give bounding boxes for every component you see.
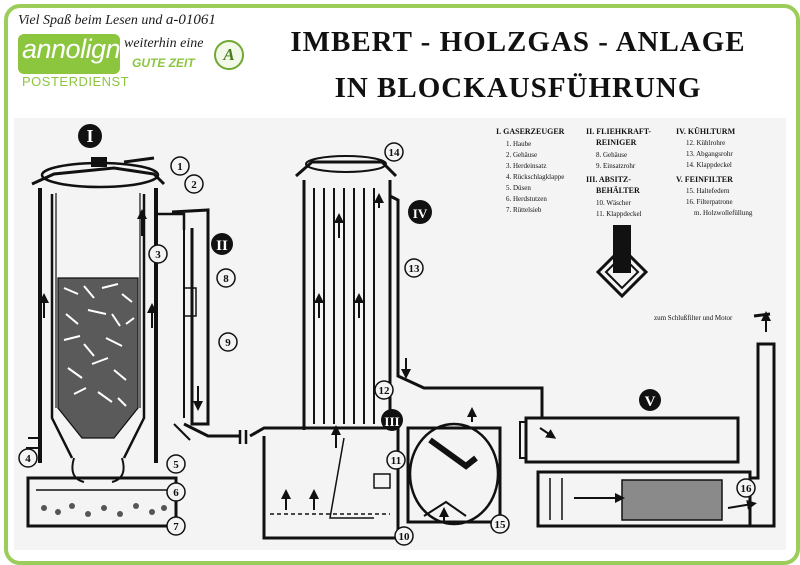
promo-line-2: weiterhin eine (124, 36, 204, 51)
logo-subtitle: POSTERDIENST (22, 74, 130, 89)
logo-text: annoligno (22, 34, 135, 64)
promo-block: Viel Spaß beim Lesen und a-01061 annolig… (18, 12, 250, 90)
svg-text:15. Haltefedern: 15. Haltefedern (686, 187, 730, 195)
svg-text:6: 6 (173, 487, 179, 499)
legend-title-iv: IV. KÜHLTURM (676, 127, 736, 136)
svg-text:1. Haube: 1. Haube (506, 140, 531, 148)
svg-text:12: 12 (379, 385, 391, 397)
diamond-emblem-icon (595, 225, 649, 299)
legend: I. GASERZEUGER 1. Haube 2. Gehäuse 3. He… (496, 127, 753, 218)
legend-title-v: V. FEINFILTER (676, 175, 733, 184)
promo-line-3: GUTE ZEIT (132, 56, 195, 70)
cyclone-cleaner (171, 208, 248, 444)
callout-8: 8 (216, 268, 236, 288)
svg-text:14: 14 (389, 147, 401, 159)
callout-14: 14 (384, 142, 404, 162)
callout-10: 10 (394, 526, 414, 546)
numeral-iv: IV (413, 206, 428, 221)
legend-title-i: I. GASERZEUGER (496, 127, 565, 136)
numeral-ii: II (216, 238, 228, 254)
annotation-text: zum Schlußfilter und Motor (654, 314, 733, 322)
callout-13: 13 (404, 258, 424, 278)
callout-16: 16 (736, 478, 756, 498)
diagram-svg: I II III IV V 1 2 3 4 5 6 7 8 9 10 11 12… (18, 124, 776, 546)
promo-line-1: Viel Spaß beim Lesen und (18, 13, 163, 28)
svg-text:8. Gehäuse: 8. Gehäuse (596, 151, 627, 159)
svg-text:16: 16 (741, 483, 753, 495)
washer (406, 407, 502, 526)
svg-text:m. Holzwollefüllung: m. Holzwollefüllung (694, 209, 753, 217)
svg-text:5: 5 (173, 459, 179, 471)
page-title: IMBERT - HOLZGAS - ANLAGE (290, 26, 746, 58)
svg-text:2: 2 (191, 179, 197, 191)
svg-text:2. Gehäuse: 2. Gehäuse (506, 151, 537, 159)
svg-text:9: 9 (225, 337, 231, 349)
callout-2: 2 (184, 174, 204, 194)
svg-text:16. Filterpatrone: 16. Filterpatrone (686, 198, 733, 206)
svg-text:11. Klappdeckel: 11. Klappdeckel (596, 210, 642, 218)
svg-text:13: 13 (409, 263, 421, 275)
legend-title-iii: III. ABSITZ- (586, 175, 631, 184)
svg-text:REINIGER: REINIGER (596, 138, 637, 147)
svg-text:5. Düsen: 5. Düsen (506, 184, 531, 192)
promo-code: a-01061 (165, 12, 216, 28)
svg-text:10. Wäscher: 10. Wäscher (596, 199, 632, 207)
annoligno-logo: annoligno (18, 34, 135, 74)
callout-7: 7 (166, 516, 186, 536)
svg-text:8: 8 (223, 273, 229, 285)
svg-text:9. Einsatzrohr: 9. Einsatzrohr (596, 162, 636, 170)
numeral-iii: III (384, 414, 399, 429)
svg-text:12. Kühlrohre: 12. Kühlrohre (686, 139, 725, 147)
svg-text:10: 10 (399, 531, 411, 543)
fine-filter (519, 311, 776, 528)
settling-tank (249, 425, 400, 540)
promo-text: Viel Spaß beim Lesen und a-01061 (18, 12, 216, 29)
svg-text:1: 1 (177, 161, 183, 173)
callout-6: 6 (166, 482, 186, 502)
svg-text:3. Herdeinsatz: 3. Herdeinsatz (506, 162, 546, 170)
numeral-v: V (645, 394, 656, 410)
diagram-area: I II III IV V 1 2 3 4 5 6 7 8 9 10 11 12… (14, 118, 786, 550)
svg-text:14. Klappdeckel: 14. Klappdeckel (686, 161, 732, 169)
badge-a-icon: A (214, 40, 244, 70)
page-subtitle: IN BLOCKAUSFÜHRUNG (334, 72, 702, 104)
svg-text:BEHÄLTER: BEHÄLTER (596, 186, 640, 195)
callout-15: 15 (490, 514, 510, 534)
svg-text:4. Rückschlagklappe: 4. Rückschlagklappe (506, 173, 564, 181)
svg-text:7. Rüttelsieb: 7. Rüttelsieb (506, 206, 542, 214)
wood-fill (57, 277, 139, 439)
svg-text:7: 7 (173, 521, 179, 533)
numeral-i: I (86, 126, 93, 146)
callout-4: 4 (18, 448, 38, 468)
callout-5: 5 (166, 454, 186, 474)
svg-text:3: 3 (155, 249, 161, 261)
callout-3: 3 (148, 244, 168, 264)
svg-text:6. Herdstutzen: 6. Herdstutzen (506, 195, 547, 203)
callout-11: 11 (386, 450, 406, 470)
callout-12: 12 (374, 380, 394, 400)
legend-title-ii: II. FLIEHKRAFT- (586, 127, 651, 136)
callout-1: 1 (170, 156, 190, 176)
svg-text:4: 4 (25, 453, 31, 465)
callout-9: 9 (218, 332, 238, 352)
svg-text:15: 15 (495, 519, 507, 531)
svg-text:11: 11 (391, 455, 401, 467)
svg-text:13. Abgangsrohr: 13. Abgangsrohr (686, 150, 733, 158)
gas-generator (26, 156, 186, 528)
